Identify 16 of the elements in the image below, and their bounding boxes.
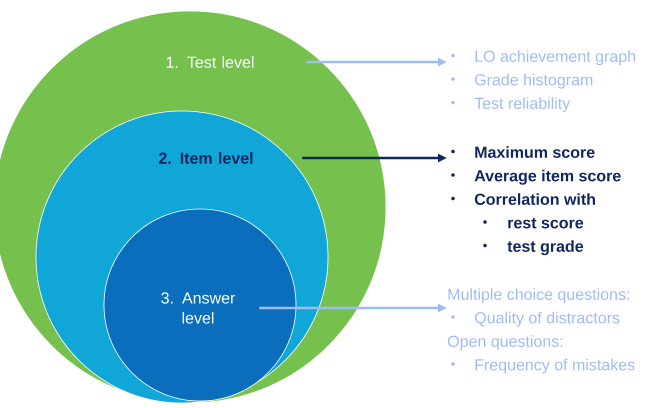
node-label: Test reliability (474, 97, 570, 112)
node-label: Frequency of mistakes (476, 358, 635, 374)
node-label: Average item score (474, 170, 621, 185)
node-label: Multiple choice questions: (448, 288, 629, 304)
node-label: rest score (508, 218, 584, 228)
node-label: Correlation with (474, 193, 595, 205)
bullet-list: Multiple choice questions: Quality of distractors Open questions: Frequency of mistakes (448, 288, 635, 374)
node-label: Open questions: (448, 335, 562, 350)
node-label: Grade histogram (475, 74, 592, 89)
node-label: Quality of distractors (474, 312, 620, 327)
bullet-list: LO achievement graph Grade histogram Test reliability (451, 50, 635, 112)
node-label: LO achievement graph (476, 50, 636, 66)
node-label: Maximum score (475, 146, 595, 158)
node-label: test grade (507, 240, 584, 256)
bullet-list: Maximum score Average item score Correlation with rest score test grade (451, 146, 621, 256)
circle-region: 3. Answer level (104, 208, 296, 402)
